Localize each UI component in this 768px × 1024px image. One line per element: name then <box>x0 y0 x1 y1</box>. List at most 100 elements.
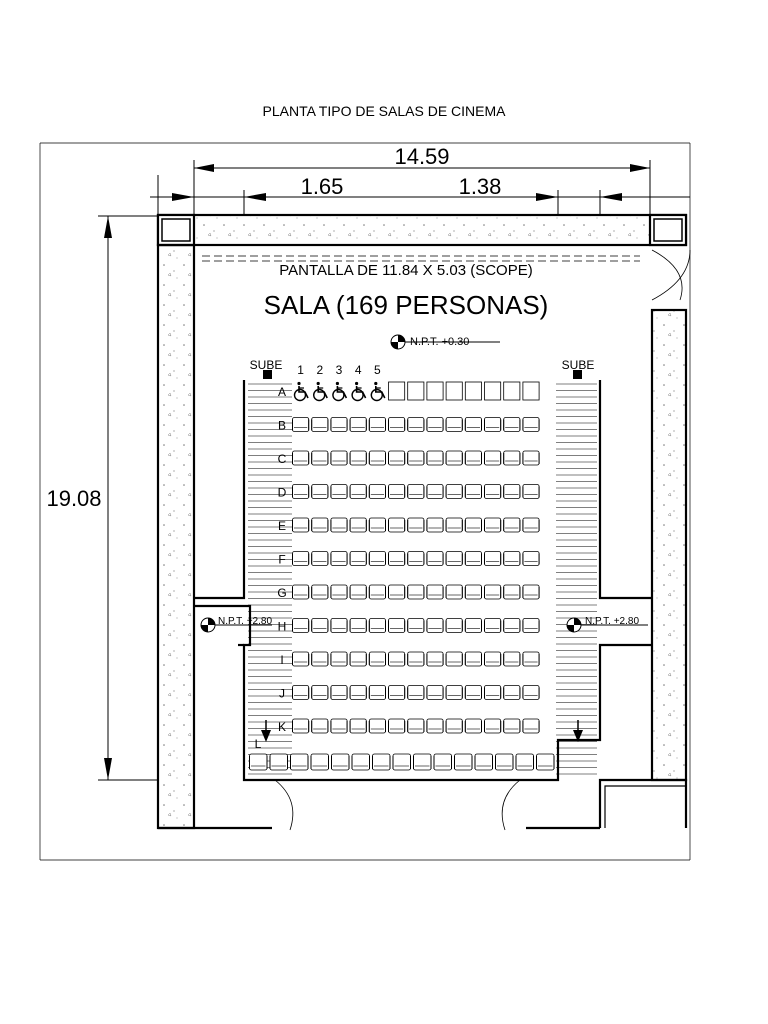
seat <box>388 450 406 466</box>
seat <box>426 685 444 700</box>
seat <box>503 718 521 734</box>
seat <box>407 450 425 466</box>
seat <box>351 753 370 771</box>
row-label: E <box>278 519 286 533</box>
seat <box>292 551 310 566</box>
seat <box>522 718 540 734</box>
seat-number: 2 <box>316 363 323 377</box>
seat <box>445 484 463 499</box>
seat <box>522 517 540 533</box>
seat <box>407 718 425 734</box>
seat <box>311 584 329 600</box>
seat-number: 4 <box>355 363 362 377</box>
seat-number: 5 <box>374 363 381 377</box>
seat <box>290 753 309 771</box>
seat <box>372 753 391 771</box>
seat <box>454 753 473 771</box>
seat <box>407 381 425 401</box>
seat <box>349 484 367 499</box>
row-label: K <box>278 720 286 734</box>
seat <box>330 685 348 700</box>
seat <box>310 753 329 771</box>
seat <box>536 753 555 771</box>
seat <box>426 450 444 466</box>
seat <box>368 584 386 600</box>
seat-number: 3 <box>336 363 343 377</box>
seat <box>484 517 502 533</box>
seat <box>484 618 502 633</box>
seat <box>445 718 463 734</box>
seat <box>464 618 482 633</box>
seat <box>388 584 406 600</box>
row-label: H <box>278 620 287 634</box>
seat <box>503 584 521 600</box>
arrow-down-icon <box>573 720 583 742</box>
level-marker-icon <box>200 617 272 633</box>
dimension-lines <box>39 142 691 861</box>
seat <box>484 551 502 566</box>
seat <box>515 753 534 771</box>
seat <box>445 584 463 600</box>
seat <box>388 651 406 667</box>
dimension-arrows <box>104 164 650 780</box>
row-label: D <box>278 486 287 500</box>
stair-marker-right <box>573 370 582 379</box>
seat <box>292 651 310 667</box>
level-front: N.P.T. +0.30 <box>410 336 469 348</box>
room-label: SALA (169 PERSONAS) <box>264 290 549 320</box>
seat <box>349 417 367 432</box>
seat <box>484 718 502 734</box>
seat <box>388 484 406 499</box>
seat <box>292 450 310 466</box>
seat <box>292 484 310 499</box>
seat <box>388 718 406 734</box>
seat <box>445 450 463 466</box>
seat <box>330 651 348 667</box>
seat <box>464 517 482 533</box>
seat <box>330 484 348 499</box>
seat <box>445 517 463 533</box>
seat <box>368 484 386 499</box>
seat <box>349 584 367 600</box>
seat <box>368 618 386 633</box>
seat <box>407 651 425 667</box>
seat <box>464 381 482 401</box>
seat <box>269 753 288 771</box>
seat <box>311 551 329 566</box>
seat <box>407 584 425 600</box>
seat <box>426 417 444 432</box>
seat <box>445 651 463 667</box>
seat <box>484 651 502 667</box>
seat <box>426 551 444 566</box>
seat <box>349 517 367 533</box>
level-marker-icon <box>390 334 500 350</box>
seat <box>311 618 329 633</box>
stair-label-left: SUBE <box>250 358 283 372</box>
dimension-right: 1.38 <box>459 174 502 199</box>
wheelchair-icon <box>332 381 348 402</box>
seat <box>445 551 463 566</box>
row-label: F <box>278 553 285 567</box>
seat <box>484 450 502 466</box>
seat <box>426 618 444 633</box>
seat <box>484 381 502 401</box>
row-label: B <box>278 419 286 433</box>
seat <box>464 718 482 734</box>
seat <box>292 685 310 700</box>
seat <box>522 685 540 700</box>
seat <box>426 517 444 533</box>
seat <box>522 417 540 432</box>
row-label: J <box>279 687 285 701</box>
seat <box>503 685 521 700</box>
seat <box>484 417 502 432</box>
plan-title: PLANTA TIPO DE SALAS DE CINEMA <box>263 103 507 119</box>
seat <box>330 417 348 432</box>
seat <box>407 517 425 533</box>
seat <box>426 484 444 499</box>
stair-label-right: SUBE <box>562 358 595 372</box>
seat <box>484 484 502 499</box>
seat <box>464 551 482 566</box>
walls <box>156 213 688 830</box>
seat-number: 1 <box>297 363 304 377</box>
